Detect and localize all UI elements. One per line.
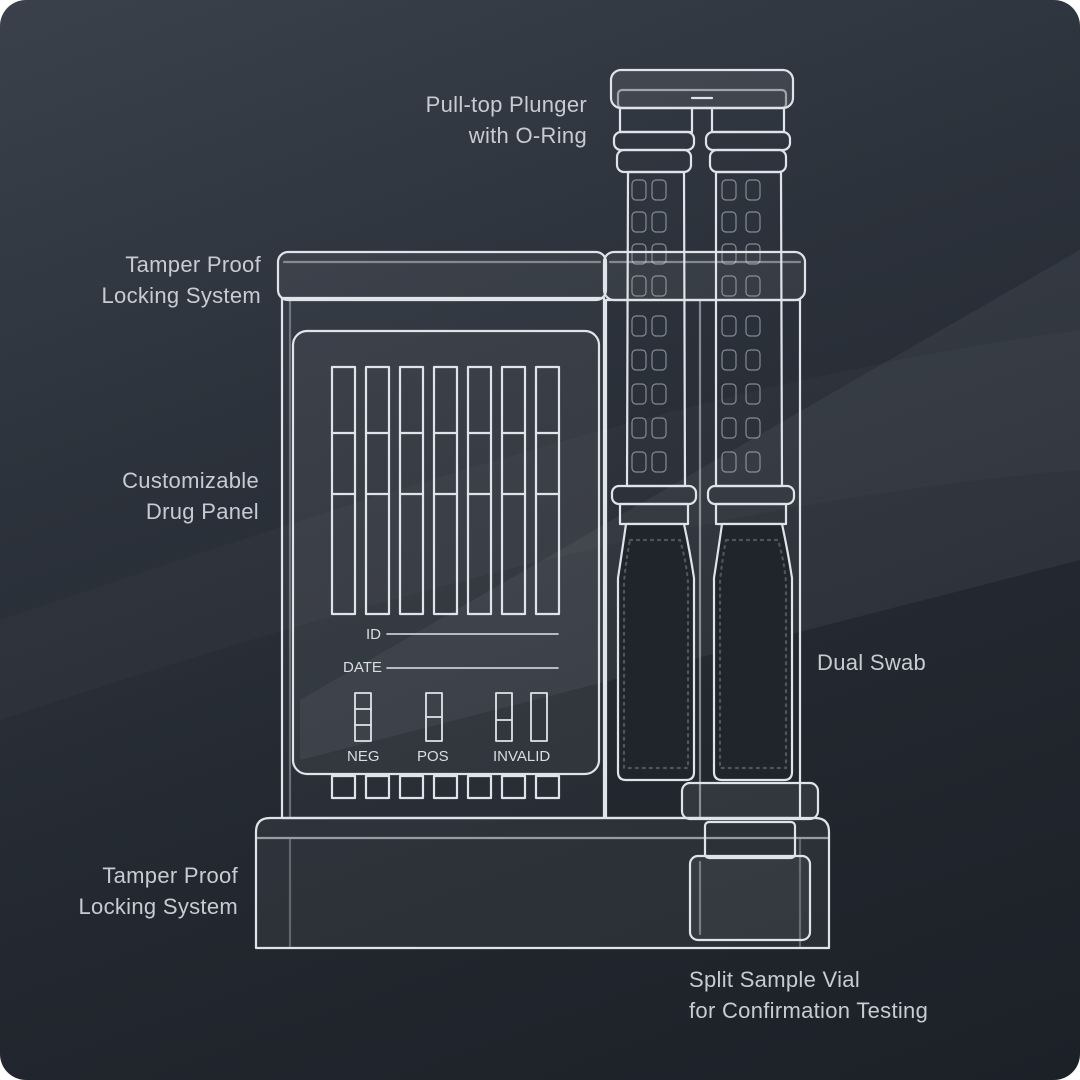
callout-vial: Split Sample Vial for Confirmation Testi… [689,964,928,1026]
swab-chamber [604,298,802,820]
strip-feet [330,774,561,800]
callout-lock-bottom-line2: Locking System [78,894,238,919]
split-sample-vial [680,781,820,942]
drug-panel-card [291,329,601,776]
callout-lock-top-line2: Locking System [101,283,261,308]
callout-lock-top: Tamper Proof Locking System [102,249,262,311]
callout-lock-top-line1: Tamper Proof [125,252,261,277]
callout-swab-line1: Dual Swab [817,650,927,675]
neg-label: NEG [347,748,380,765]
callout-swab: Dual Swab [817,647,926,678]
callout-vial-line2: for Confirmation Testing [689,998,929,1023]
right-swab [706,170,796,782]
invalid-label: INVALID [493,748,550,765]
callout-panel: Customizable Drug Panel [122,465,259,527]
callout-plunger-line1: Pull-top Plunger [425,92,587,117]
date-field-label: DATE [343,659,382,676]
callout-lock-bottom-line1: Tamper Proof [102,863,238,888]
pos-label: POS [417,748,449,765]
callout-lock-bottom: Tamper Proof Locking System [79,860,239,922]
plunger-handle [609,68,795,174]
cup-body [280,296,606,820]
test-strips [330,365,561,616]
left-swab [610,170,698,782]
callout-plunger-line2: with O-Ring [468,123,587,148]
callout-plunger: Pull-top Plunger with O-Ring [426,89,587,151]
result-key-icons [354,692,548,742]
callout-vial-line1: Split Sample Vial [689,967,861,992]
callout-panel-line1: Customizable [122,468,259,493]
callout-panel-line2: Drug Panel [145,499,259,524]
id-field-label: ID [366,626,381,643]
